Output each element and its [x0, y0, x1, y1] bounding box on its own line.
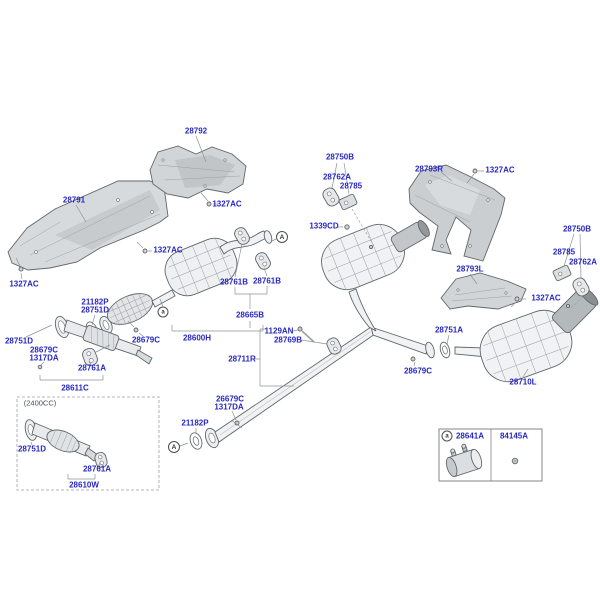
callout-28761B-1[interactable]: 28761B [219, 277, 249, 287]
left-rear-muffler-drawing [321, 220, 430, 332]
callout-28600H[interactable]: 28600H [182, 333, 212, 343]
heat-shield-28792-drawing [149, 145, 247, 199]
front-pipe-drawing [37, 315, 153, 370]
connector-marker-A-lower: A [168, 441, 180, 453]
callout-1317DA-1[interactable]: 1317DA [29, 353, 59, 363]
variant-2400cc-label: (2400CC) [23, 398, 57, 408]
callout-28793L[interactable]: 28793L [456, 264, 484, 274]
callout-1339CD[interactable]: 1339CD [309, 221, 339, 231]
clamp-ref-marker-a: a [157, 306, 169, 318]
leader-lines [15, 135, 582, 480]
legend-box-drawing [438, 428, 543, 482]
callout-28793R[interactable]: 28793R [414, 164, 444, 174]
callout-1327AC-5[interactable]: 1327AC [531, 293, 561, 303]
heat-shield-28791-drawing [7, 180, 169, 271]
callout-28751D-3[interactable]: 28751D [17, 444, 47, 454]
callout-28762A-right[interactable]: 28762A [568, 257, 598, 267]
callout-28610W[interactable]: 28610W [69, 480, 99, 490]
variant-2400cc-box [16, 396, 160, 491]
callout-28665B[interactable]: 28665B [235, 310, 265, 320]
callout-21182P-1[interactable]: 21182P [81, 297, 109, 307]
callout-28785-right[interactable]: 28785 [552, 247, 576, 257]
callout-1327AC-4[interactable]: 1327AC [485, 165, 515, 175]
callout-28761A-1[interactable]: 28761A [77, 363, 107, 373]
bolt-1327ac-icons [18, 168, 520, 302]
callout-28751D-1[interactable]: 28751D [80, 305, 110, 315]
heat-shield-28793L-drawing [440, 272, 527, 310]
callout-28792[interactable]: 28792 [184, 126, 208, 136]
front-pipe-2400cc-drawing [24, 419, 108, 468]
callout-28711R[interactable]: 28711R [228, 354, 256, 364]
callout-28750B-right[interactable]: 28750B [562, 224, 592, 234]
hanger-assembly-left-drawing [322, 187, 375, 247]
callout-28791[interactable]: 28791 [62, 195, 86, 205]
callout-21182P-2[interactable]: 21182P [181, 418, 209, 428]
callout-28679C-2[interactable]: 28679C [131, 335, 161, 345]
callout-1327AC-3[interactable]: 1327AC [9, 279, 39, 289]
callout-28769B[interactable]: 28769B [273, 335, 303, 345]
callout-1317DA-2[interactable]: 1317DA [214, 402, 244, 412]
callout-28751D-2[interactable]: 28751D [4, 336, 34, 346]
callout-28710L[interactable]: 28710L [509, 377, 537, 387]
connector-marker-A-upper: A [276, 231, 288, 243]
callout-28750B-left[interactable]: 28750B [325, 152, 355, 162]
callout-28611C[interactable]: 28611C [61, 383, 89, 393]
callout-28679C-1[interactable]: 28679C [29, 345, 59, 355]
callout-28761A-2[interactable]: 28761A [82, 464, 112, 474]
clamp-28641A-icon [445, 443, 483, 478]
legend-marker-a: a [441, 430, 453, 442]
callout-1327AC-1[interactable]: 1327AC [212, 199, 242, 209]
center-pipe-drawing [189, 326, 451, 450]
legend-part-84145A[interactable]: 84145A [499, 431, 529, 441]
callout-28761B-2[interactable]: 28761B [252, 276, 282, 286]
callout-1327AC-2[interactable]: 1327AC [153, 245, 183, 255]
callout-28679C-3[interactable]: 28679C [403, 366, 433, 376]
callout-26679C[interactable]: 26679C [215, 394, 245, 404]
callout-28762A-left[interactable]: 28762A [322, 172, 352, 182]
callout-28751A[interactable]: 28751A [434, 325, 464, 335]
callout-1129AN[interactable]: 1129AN [264, 326, 294, 336]
legend-part-28641A[interactable]: 28641A [455, 431, 485, 441]
heat-shield-28793R-drawing [408, 164, 506, 262]
hanger-assembly-right-drawing [552, 264, 590, 309]
callout-28785-left[interactable]: 28785 [339, 181, 363, 191]
